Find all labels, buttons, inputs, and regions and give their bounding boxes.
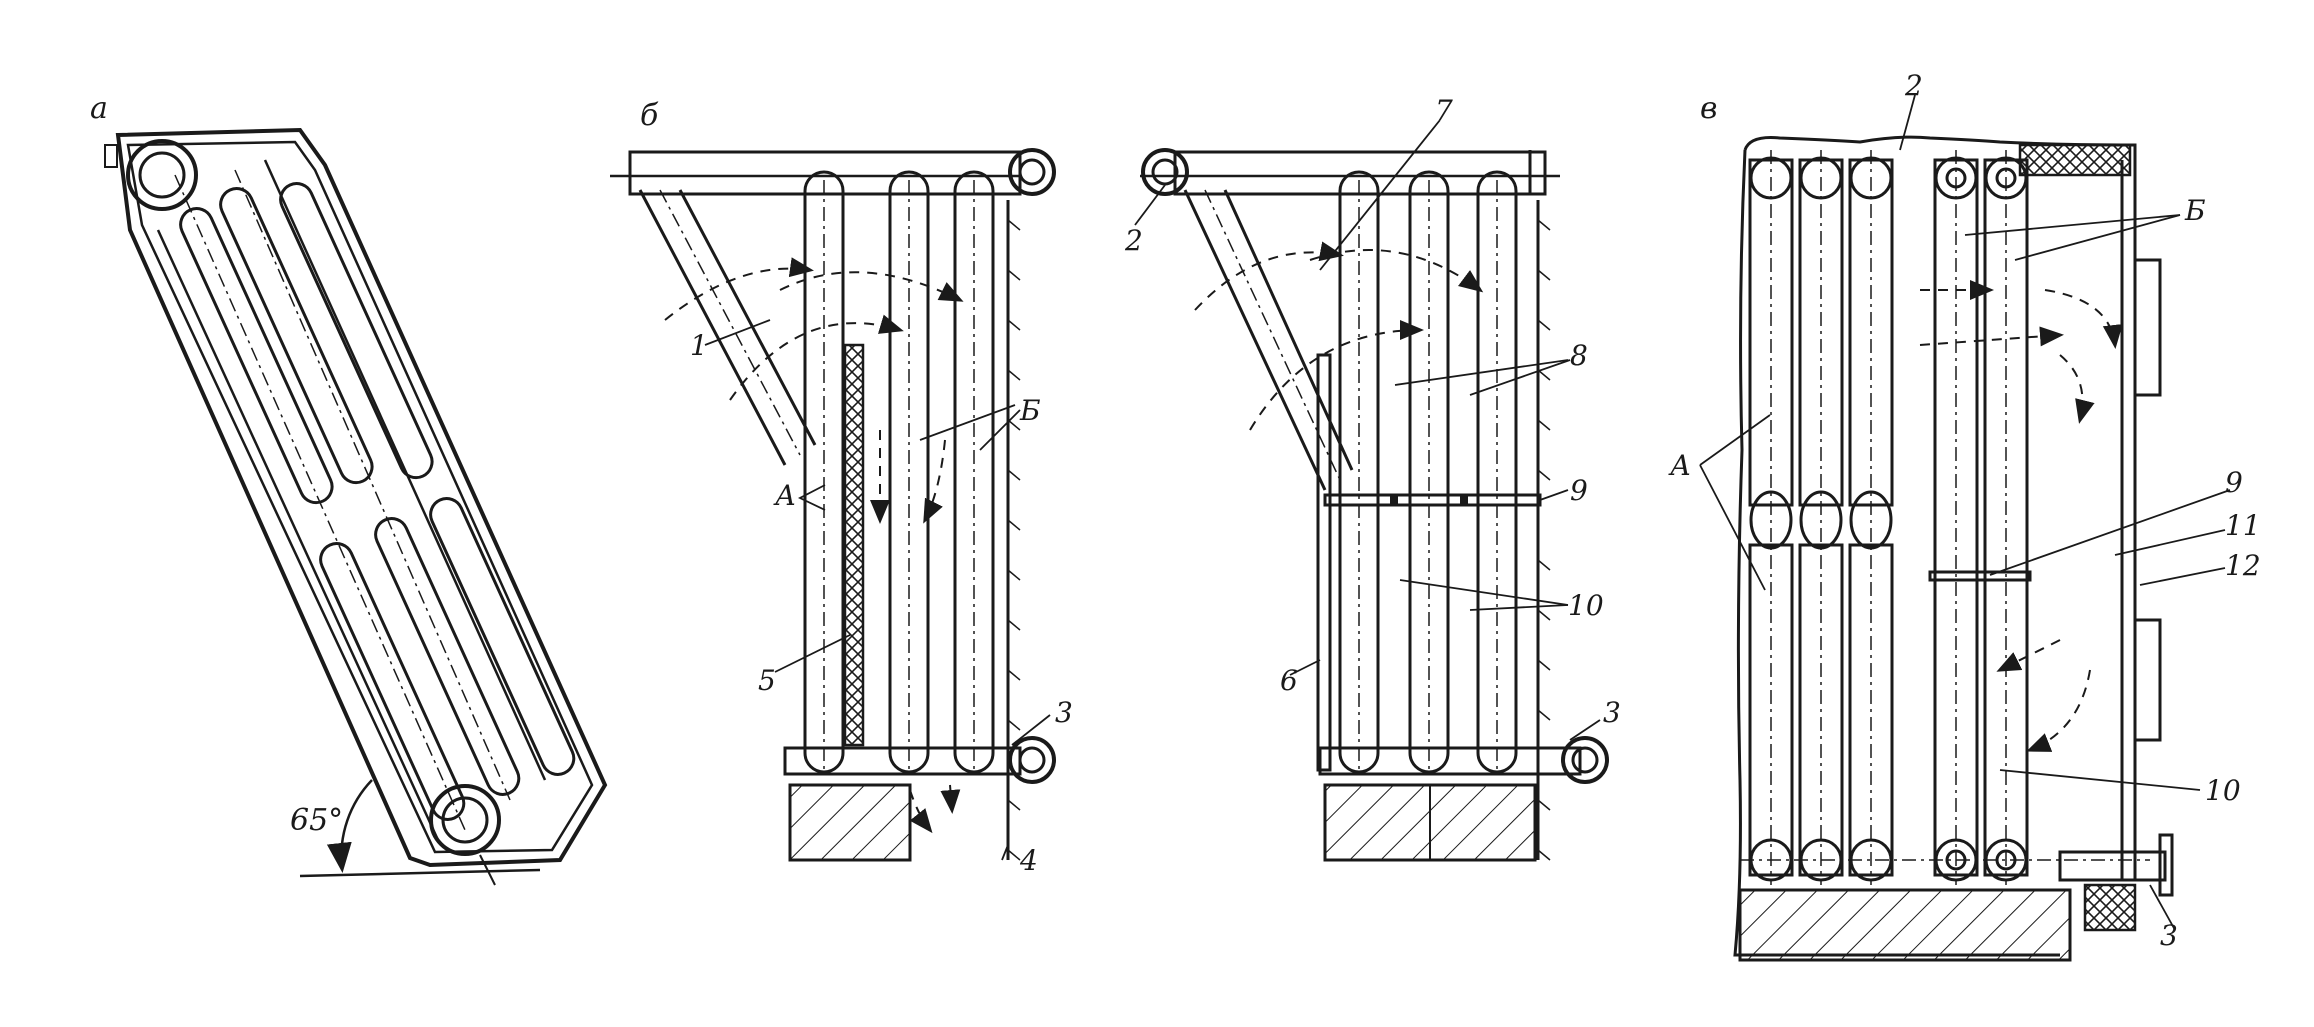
label-4: 4: [1019, 844, 1038, 877]
panel-middle-convector: [1134, 119, 1609, 862]
panel-a-inclined-radiator: [104, 127, 608, 886]
label-a-b: А: [773, 479, 796, 512]
label-b-b: Б: [1019, 394, 1041, 427]
label-5: 5: [758, 664, 776, 697]
label-a-v: А: [1668, 449, 1691, 482]
label-6: 6: [1280, 664, 1298, 697]
panel-v-letter: в: [1700, 91, 1717, 126]
label-10-v: 10: [2205, 774, 2241, 807]
label-11: 11: [2225, 509, 2261, 542]
label-10-mid: 10: [1568, 589, 1604, 622]
label-3-b: 3: [1055, 696, 1073, 729]
label-12: 12: [2225, 549, 2261, 582]
label-2-mid: 2: [1124, 224, 1143, 257]
label-1: 1: [690, 329, 708, 362]
label-b-v: Б: [2184, 194, 2206, 227]
label-2-v: 2: [1904, 69, 1923, 102]
panel-a-angle-label: 65°: [290, 803, 343, 838]
label-8: 8: [1570, 339, 1588, 372]
label-3-v: 3: [2160, 919, 2178, 952]
panel-v-cabinet-convector: [1699, 94, 2231, 962]
label-7: 7: [1435, 94, 1453, 127]
label-9-v: 9: [2225, 466, 2243, 499]
label-3-mid: 3: [1603, 696, 1621, 729]
panel-b-letter: б: [640, 98, 659, 133]
panel-a-letter: а: [90, 91, 108, 126]
label-9-mid: 9: [1570, 474, 1588, 507]
panel-b-convector: [610, 148, 1056, 862]
